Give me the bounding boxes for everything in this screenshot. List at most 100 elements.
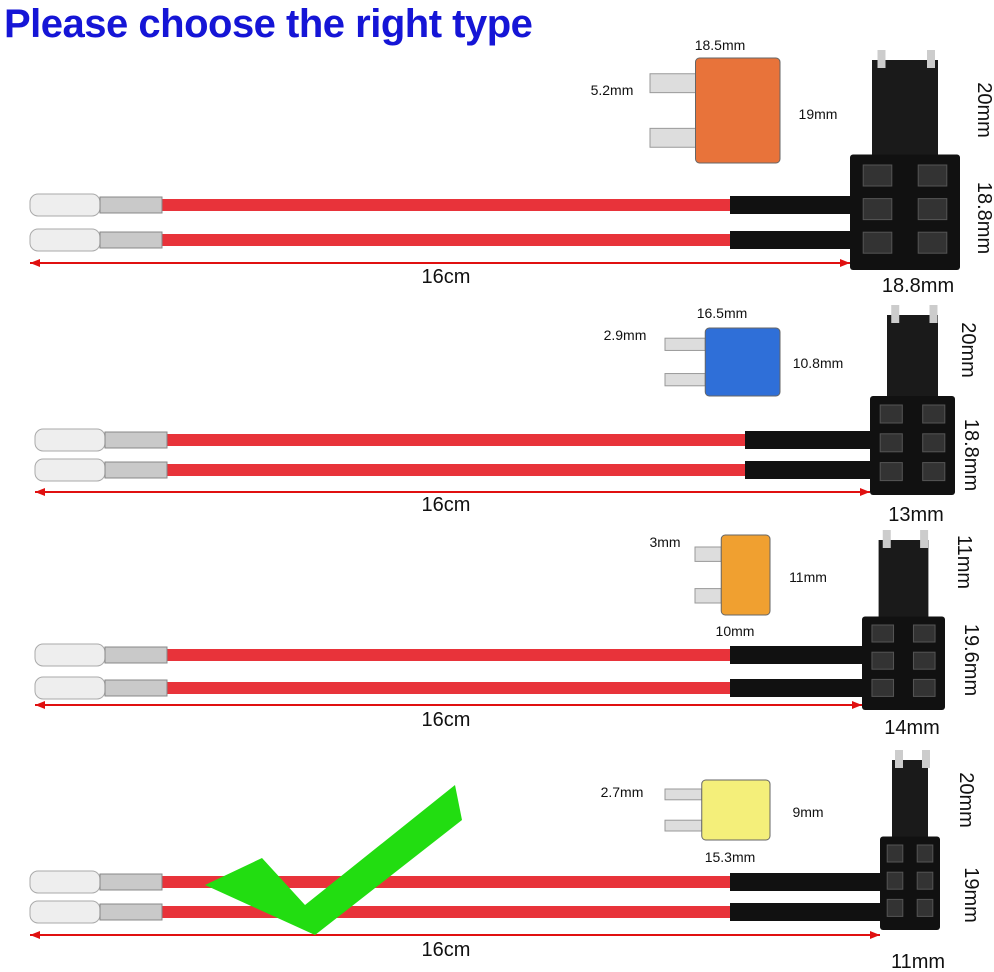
holder-dimension-label: 20mm	[955, 772, 977, 828]
fuse-dimension-label: 9mm	[792, 804, 823, 820]
crimp-terminal	[104, 431, 168, 449]
holder-dimension-label: 19mm	[960, 867, 982, 923]
holder-blade	[927, 50, 935, 68]
fuse-body	[695, 57, 781, 164]
fuse-dimension-label: 15.3mm	[705, 849, 756, 865]
heat-shrink-tube	[730, 679, 862, 697]
check-mark-icon	[205, 785, 462, 935]
socket-slot	[912, 624, 936, 643]
socket-slot	[871, 624, 895, 643]
holder-dimension-label: 18.8mm	[973, 182, 994, 254]
socket-slot	[922, 462, 946, 482]
heat-shrink-tube	[745, 461, 870, 479]
terminal-sleeve	[34, 428, 106, 452]
crimp-terminal	[99, 873, 163, 891]
holder-fuse-slot	[878, 540, 929, 617]
heat-shrink-tube	[730, 903, 880, 921]
fuse-body	[701, 779, 771, 841]
holder-dimension-label: 14mm	[884, 717, 940, 739]
fuse-dimension-label: 19mm	[799, 106, 838, 122]
holder-dimension-label: 11mm	[891, 951, 945, 972]
terminal-sleeve	[29, 228, 101, 252]
arrow-head	[35, 701, 45, 709]
socket-slot	[879, 462, 903, 482]
holder-fuse-slot	[887, 315, 938, 396]
heat-shrink-tube	[730, 231, 850, 249]
fuse-blade	[664, 819, 703, 832]
cable-length-label: 16cm	[422, 939, 471, 961]
cable-length-label: 16cm	[422, 266, 471, 288]
socket-slot	[922, 433, 946, 453]
fuse-dimension-label: 16.5mm	[697, 305, 748, 321]
heat-shrink-tube	[730, 196, 850, 214]
holder-blade	[891, 305, 900, 323]
socket-slot	[879, 404, 903, 424]
socket-slot	[916, 871, 934, 890]
holder-fuse-slot	[892, 760, 928, 837]
heat-shrink-tube	[730, 873, 880, 891]
holder-blade	[929, 305, 938, 323]
crimp-terminal	[99, 196, 163, 214]
socket-slot	[917, 231, 948, 254]
socket-slot	[916, 844, 934, 863]
crimp-terminal	[99, 903, 163, 921]
fuse-blade	[664, 373, 706, 387]
arrow-head	[852, 701, 862, 709]
fuse-blade	[694, 546, 722, 562]
fuse-dimension-label: 2.9mm	[604, 327, 647, 343]
holder-blade	[922, 750, 930, 768]
fuse-blade	[694, 588, 722, 604]
arrow-head	[30, 259, 40, 267]
socket-slot	[917, 164, 948, 187]
terminal-sleeve	[29, 193, 101, 217]
holder-dimension-label: 20mm	[957, 322, 979, 378]
socket-slot	[916, 898, 934, 917]
holder-dimension-label: 19.6mm	[960, 624, 982, 696]
fuse-blade	[664, 337, 706, 351]
crimp-terminal	[104, 646, 168, 664]
terminal-sleeve	[34, 643, 106, 667]
cable-length-label: 16cm	[422, 494, 471, 516]
arrow-head	[30, 931, 40, 939]
socket-slot	[917, 198, 948, 221]
terminal-sleeve	[29, 900, 101, 924]
holder-blade	[895, 750, 903, 768]
socket-slot	[862, 198, 893, 221]
holder-dimension-label: 18.8mm	[882, 275, 954, 297]
terminal-sleeve	[34, 458, 106, 482]
page-title: Please choose the right type	[4, 2, 533, 46]
fuse-body	[704, 327, 781, 397]
socket-slot	[886, 898, 904, 917]
crimp-terminal	[104, 461, 168, 479]
socket-slot	[879, 433, 903, 453]
fuse-blade	[649, 127, 696, 148]
fuse-dimension-label: 5.2mm	[591, 82, 634, 98]
holder-blade	[882, 530, 891, 548]
arrow-head	[35, 488, 45, 496]
terminal-sleeve	[34, 676, 106, 700]
socket-slot	[922, 404, 946, 424]
socket-slot	[912, 651, 936, 670]
fuse-dimension-label: 18.5mm	[695, 37, 746, 53]
holder-dimension-label: 13mm	[888, 504, 944, 526]
crimp-terminal	[104, 679, 168, 697]
socket-slot	[862, 231, 893, 254]
holder-blade	[920, 530, 929, 548]
socket-slot	[886, 871, 904, 890]
crimp-terminal	[99, 231, 163, 249]
socket-slot	[871, 651, 895, 670]
arrow-head	[840, 259, 850, 267]
arrow-head	[860, 488, 870, 496]
holder-blade	[877, 50, 886, 68]
fuse-dimension-label: 10mm	[716, 623, 755, 639]
fuse-dimension-label: 11mm	[789, 569, 827, 585]
socket-slot	[862, 164, 893, 187]
holder-fuse-slot	[872, 60, 938, 155]
holder-dimension-label: 20mm	[973, 82, 994, 138]
socket-slot	[912, 678, 936, 697]
